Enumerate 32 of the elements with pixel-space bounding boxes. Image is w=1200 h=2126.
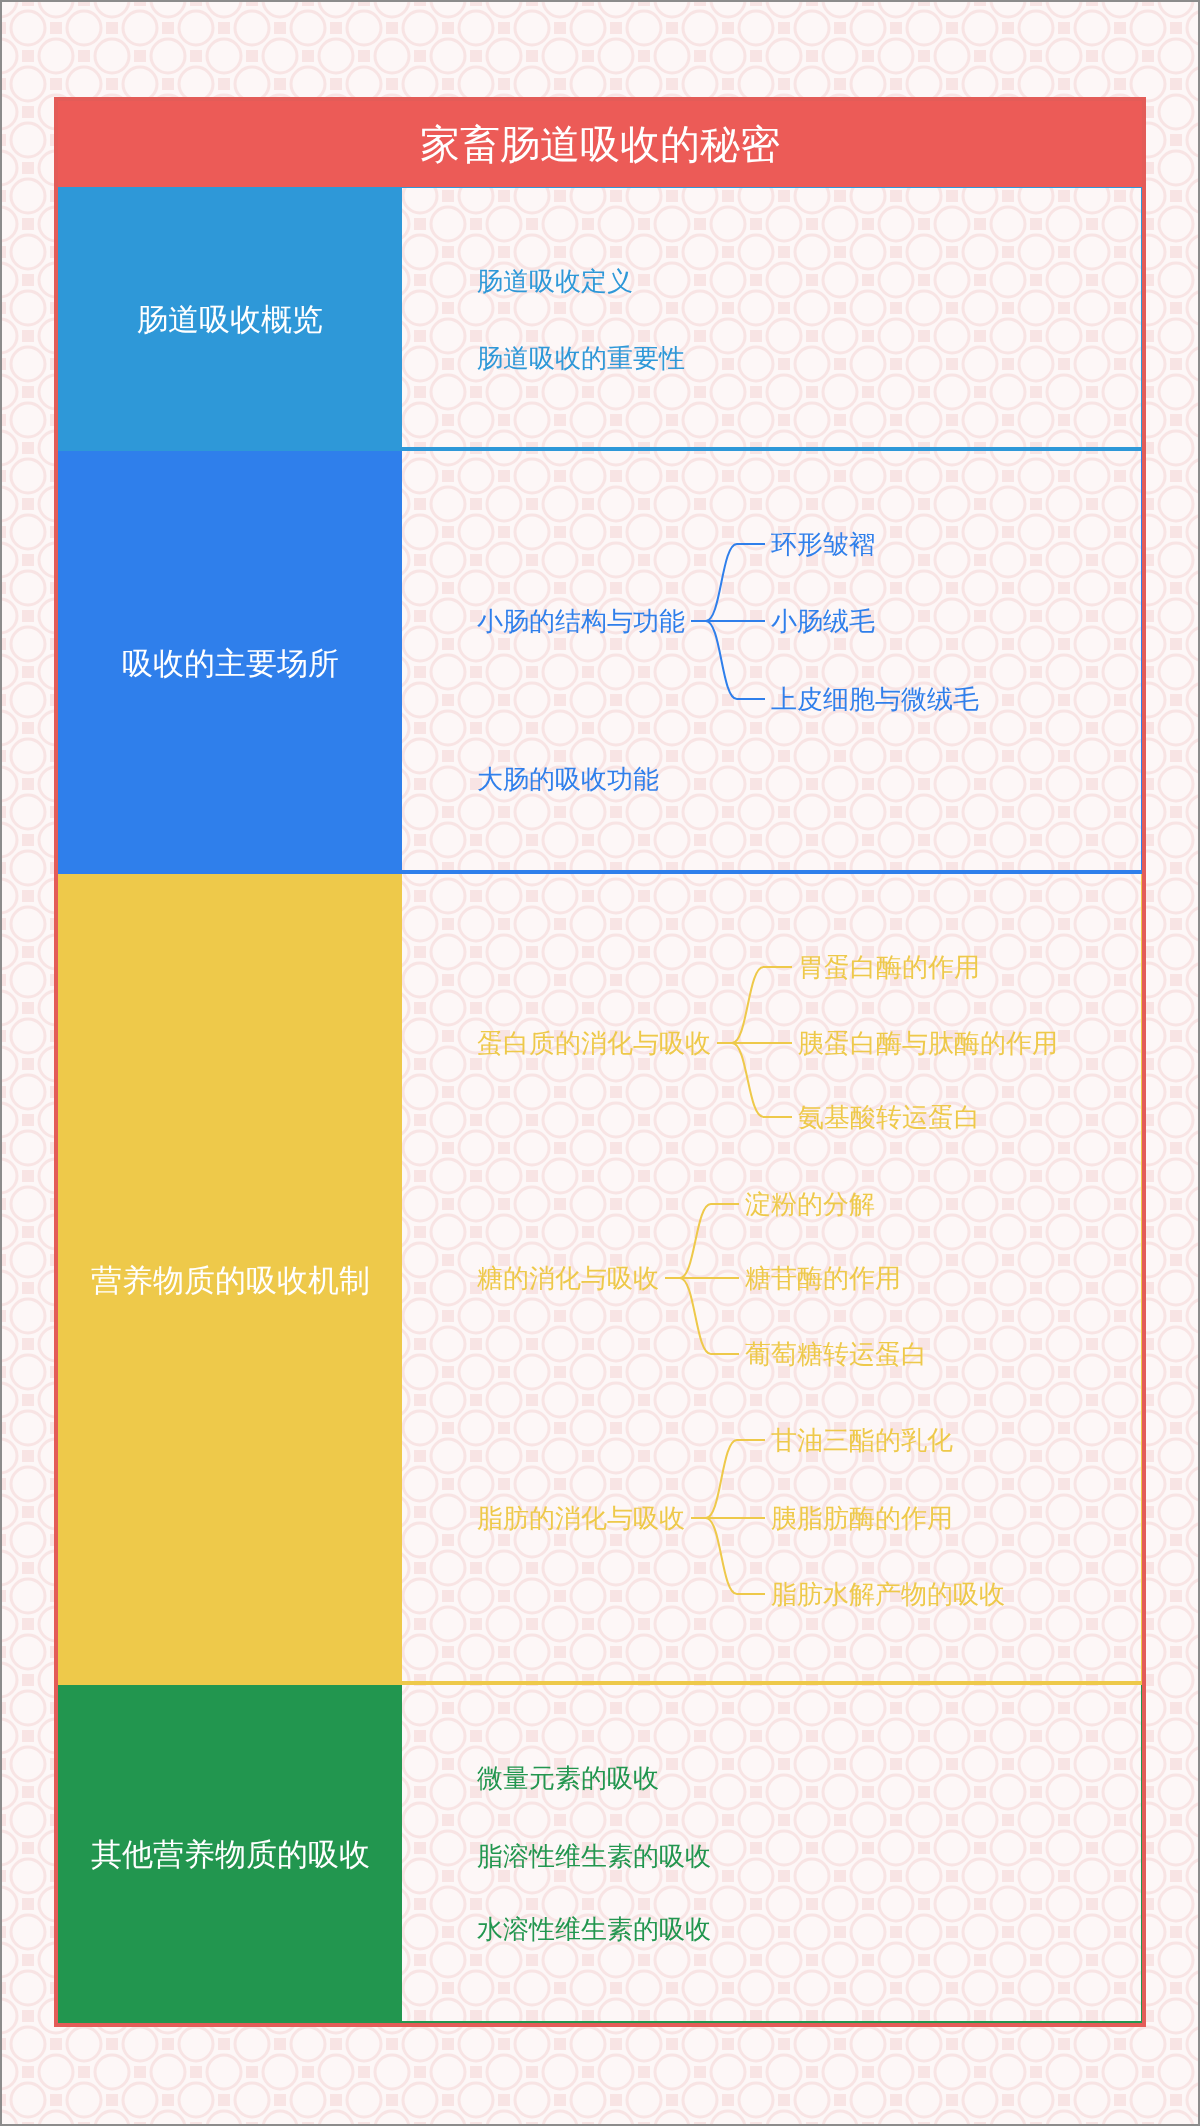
branch-line bbox=[690, 1517, 766, 1595]
section-row bbox=[58, 874, 1142, 1685]
topic-text: 水溶性维生素的吸收 bbox=[471, 1913, 717, 1945]
subtopic-text: 氨基酸转运蛋白 bbox=[792, 1101, 986, 1133]
subtopic-text: 葡萄糖转运蛋白 bbox=[739, 1338, 933, 1370]
topic-text: 脂肪的消化与吸收 bbox=[471, 1502, 691, 1534]
title-banner: 家畜肠道吸收的秘密 bbox=[58, 101, 1142, 187]
subtopic-text: 淀粉的分解 bbox=[739, 1188, 881, 1220]
subtopic-text: 环形皱褶 bbox=[765, 528, 881, 560]
topic-text: 蛋白质的消化与吸收 bbox=[471, 1027, 717, 1059]
subtopic-text: 上皮细胞与微绒毛 bbox=[765, 683, 985, 715]
topic-text: 小肠的结构与功能 bbox=[471, 605, 691, 637]
section-row bbox=[58, 451, 1142, 874]
topic-text: 微量元素的吸收 bbox=[471, 1762, 665, 1794]
subtopic-text: 胰脂肪酶的作用 bbox=[765, 1502, 959, 1534]
subtopic-text: 糖苷酶的作用 bbox=[739, 1262, 907, 1294]
subtopic-text: 胰蛋白酶与肽酶的作用 bbox=[792, 1027, 1064, 1059]
section-row bbox=[58, 1685, 1142, 2023]
branch-line bbox=[716, 1042, 793, 1118]
topic-text: 肠道吸收定义 bbox=[471, 265, 639, 297]
topic-text: 肠道吸收的重要性 bbox=[471, 342, 691, 374]
subtopic-text: 甘油三酯的乳化 bbox=[765, 1424, 959, 1456]
topic-text: 脂溶性维生素的吸收 bbox=[471, 1840, 717, 1872]
section-heading: 其他营养物质的吸收 bbox=[58, 1685, 402, 2023]
subtopic-text: 胃蛋白酶的作用 bbox=[792, 951, 986, 983]
branch-line bbox=[664, 1277, 740, 1355]
topic-text: 大肠的吸收功能 bbox=[471, 763, 665, 795]
subtopic-text: 脂肪水解产物的吸收 bbox=[765, 1578, 1011, 1610]
branch-line bbox=[690, 620, 766, 700]
subtopic-text: 小肠绒毛 bbox=[765, 605, 881, 637]
topic-text: 糖的消化与吸收 bbox=[471, 1262, 665, 1294]
section-row bbox=[58, 187, 1142, 451]
